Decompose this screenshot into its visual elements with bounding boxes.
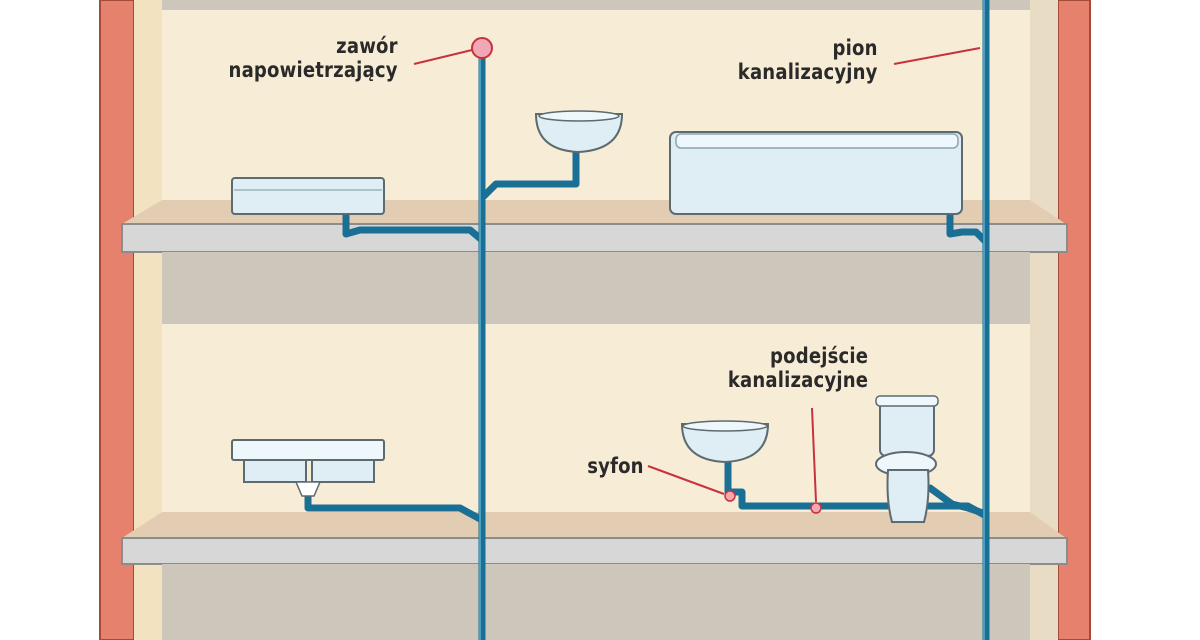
branch-drain-marker xyxy=(810,502,822,514)
branch-drain-label: podejście kanalizacyjne xyxy=(728,344,868,392)
right-outer-wall xyxy=(1057,0,1091,640)
soil-stack-label-line2: kanalizacyjny xyxy=(738,60,878,84)
bathtub-body xyxy=(669,131,963,215)
branch-drain-label-line1: podejście xyxy=(769,344,868,368)
soil-stack-leader xyxy=(893,47,981,65)
upper-washbasin-rim xyxy=(538,110,620,122)
leader-lines xyxy=(413,47,981,503)
upper-washbasin xyxy=(534,110,624,154)
bathtub-rim xyxy=(675,133,959,149)
lower-washbasin-rim xyxy=(682,420,768,432)
toilet-tank-lid xyxy=(875,395,939,407)
bathtub xyxy=(669,131,963,215)
toilet xyxy=(875,395,939,523)
left-outer-wall xyxy=(99,0,135,640)
toilet-base xyxy=(886,469,930,523)
vent-valve-leader xyxy=(413,49,473,65)
lower-floor xyxy=(122,512,1066,538)
trap-label: syfon xyxy=(587,454,644,478)
vent-valve-label-line1: zawór xyxy=(336,34,398,58)
trap-marker xyxy=(724,490,736,502)
trap-leader xyxy=(647,465,725,495)
upper-slab xyxy=(121,223,1068,253)
soil-stack-label-line1: pion xyxy=(832,36,878,60)
branch-drain-label-line2: kanalizacyjne xyxy=(727,368,868,392)
upper-sink-body xyxy=(231,177,385,215)
lower-sink-left-bowl xyxy=(243,459,307,483)
air-admittance-valve xyxy=(471,37,493,59)
lower-washbasin xyxy=(680,420,770,464)
basement-ceiling xyxy=(162,564,1030,640)
lower-sink-counter xyxy=(231,439,385,461)
lower-sink-trap xyxy=(294,481,322,497)
upper-washbasin-bowl xyxy=(534,113,624,154)
toilet-connection xyxy=(926,484,990,518)
pipe-highlights xyxy=(479,0,985,640)
lower-double-sink xyxy=(231,439,385,497)
vent-valve-label: zawór napowietrzający xyxy=(229,34,398,82)
bathtub-drain xyxy=(946,210,990,246)
branch-drain-leader xyxy=(811,407,817,503)
upper-sink-branch xyxy=(342,210,486,244)
lower-slab xyxy=(121,537,1068,565)
lower-room-ceiling xyxy=(162,252,1030,324)
trap-label-text: syfon xyxy=(587,454,644,478)
pipes xyxy=(304,0,990,640)
upper-kitchen-sink xyxy=(231,177,385,215)
lower-sink-right-bowl xyxy=(311,459,375,483)
soil-stack-label: pion kanalizacyjny xyxy=(738,36,878,84)
lower-washbasin-bowl xyxy=(680,423,770,464)
vent-valve-label-line2: napowietrzający xyxy=(228,58,398,82)
lower-sink-branch xyxy=(304,484,486,524)
top-ceiling xyxy=(162,0,1030,10)
upper-basin-drain xyxy=(480,148,580,200)
